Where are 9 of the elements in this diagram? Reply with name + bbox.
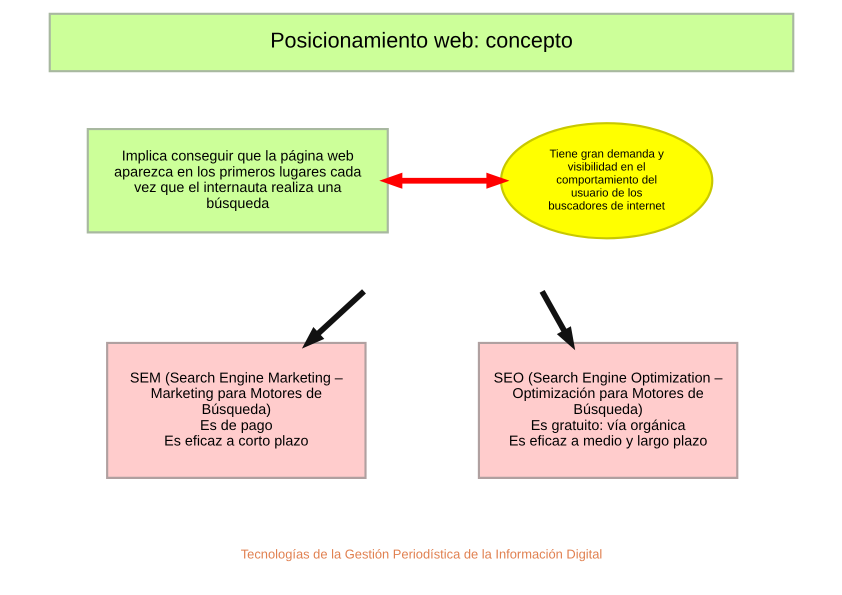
arrow: [539, 290, 575, 350]
arrow: [378, 172, 509, 189]
label: Tecnologías de la Gestión Periodística de la Información Digital: [240, 546, 602, 562]
node-box: Implica conseguir que la página web aparezca en los primeros lugares cada vez que el internauta realiza una búsqueda: [86, 128, 388, 234]
node-box: SEO (Search Engine Optimization – Optimización para Motores de Búsqueda) Es gratuito: vía orgánica Es eficaz a medio y largo plazo: [477, 342, 738, 479]
node-box: SEM (Search Engine Marketing – Marketing para Motores de Búsqueda) Es de pago Es eficaz a corto plazo: [106, 342, 366, 479]
node-box: Posicionamiento web: concepto: [48, 12, 794, 72]
arrow: [301, 289, 366, 349]
node-ellipse: Tiene gran demanda y visibilidad en el comportamiento del usuario de los buscadores de internet: [499, 122, 713, 240]
